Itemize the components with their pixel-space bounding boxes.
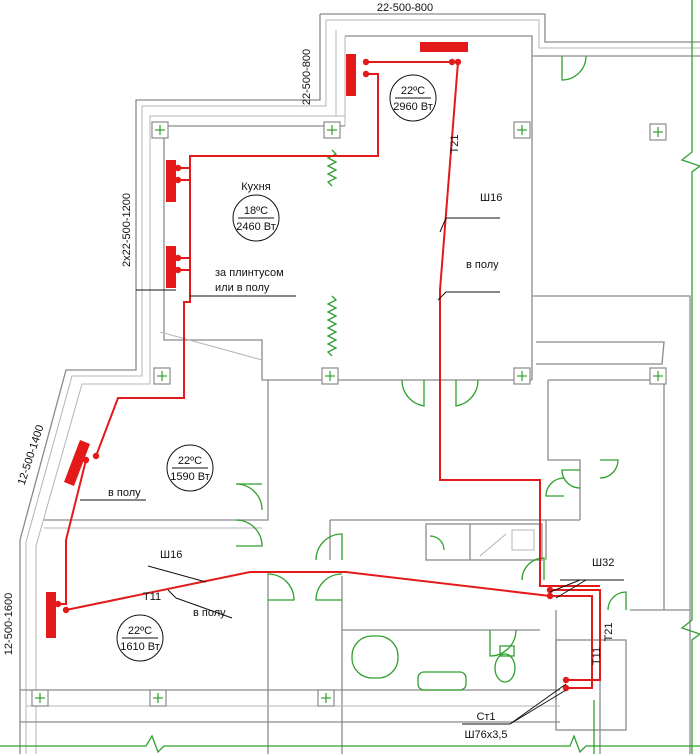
- radiator-label-left-top: 22-500-800: [301, 49, 313, 105]
- node: [62, 606, 70, 614]
- room-bubble-1: 22ºC 2960 Вт: [389, 74, 437, 122]
- column-marker: [649, 123, 667, 141]
- node: [546, 586, 554, 594]
- room-name-kitchen: Кухня: [241, 181, 270, 193]
- column-marker: [153, 367, 171, 385]
- riser-pipe-label: Ш76х3,5: [464, 729, 507, 741]
- note-in-floor-mid: в полу: [108, 487, 141, 499]
- node: [54, 600, 62, 608]
- node: [174, 164, 182, 172]
- radiators: [46, 42, 468, 638]
- radiator: [64, 440, 90, 486]
- room-power: 1610 Вт: [120, 641, 160, 653]
- heating-pipes: [58, 61, 601, 689]
- node: [92, 452, 100, 460]
- node: [174, 176, 182, 184]
- column-marker: [31, 689, 49, 707]
- note-under-plinth: за плинтусом: [215, 267, 284, 279]
- room-power: 1590 Вт: [170, 471, 210, 483]
- pipe-kitchen-link-2: [178, 257, 191, 271]
- pipe-kitchen: [95, 168, 191, 457]
- room-bubble-3: 22ºC 1590 Вт: [166, 444, 214, 492]
- pipe-label-t21-top: Т21: [449, 135, 461, 154]
- room-bubble-4: 22ºC 1610 Вт: [116, 614, 164, 662]
- node: [82, 456, 90, 464]
- column-marker: [321, 367, 339, 385]
- labels: 22-500-800 22-500-800 2x22-500-1200 12-5…: [3, 2, 615, 741]
- room-bubble-2: 18ºC 2460 Вт: [232, 194, 280, 242]
- column-marker: [649, 367, 667, 385]
- node: [174, 254, 182, 262]
- radiator-label-kitchen: 2x22-500-1200: [121, 193, 133, 267]
- column-marker: [151, 121, 169, 139]
- node: [454, 58, 462, 66]
- radiator: [346, 54, 356, 96]
- column-marker: [513, 367, 531, 385]
- leader-lines: [80, 217, 624, 725]
- note-in-floor-top: в полу: [466, 259, 499, 271]
- node: [362, 70, 370, 78]
- pipe-label-sh32: Ш32: [592, 557, 614, 569]
- room-power: 2460 Вт: [236, 221, 276, 233]
- pipe-bottom-2: [550, 589, 601, 681]
- radiator: [46, 592, 56, 638]
- column-marker: [317, 689, 335, 707]
- pipe-label-sh16-top: Ш16: [480, 192, 502, 204]
- radiator: [420, 42, 468, 52]
- radiator-label-top: 22-500-800: [377, 2, 433, 14]
- node: [362, 58, 370, 66]
- columns: [31, 121, 667, 707]
- column-marker: [513, 121, 531, 139]
- pipe-label-sh16-bottom: Ш16: [160, 549, 182, 561]
- radiator-label-diagonal: 12-500-1400: [16, 424, 47, 487]
- node: [546, 592, 554, 600]
- pipe-main-riser: [439, 61, 600, 587]
- pipe-label-t11-bottom: Т11: [143, 591, 161, 603]
- room-temp: 22ºC: [401, 85, 425, 97]
- room-temp: 22ºC: [128, 625, 152, 637]
- node: [448, 58, 456, 66]
- room-temp: 18ºC: [244, 205, 268, 217]
- column-marker: [149, 689, 167, 707]
- pipe-top-return: [178, 73, 379, 169]
- radiator-label-bottom: 12-500-1600: [3, 593, 15, 655]
- note-in-floor-bottom: в полу: [193, 607, 226, 619]
- column-marker: [323, 121, 341, 139]
- node: [174, 266, 182, 274]
- pipe-west: [58, 459, 87, 605]
- radiator: [166, 246, 176, 288]
- riser-label: Ст1: [476, 711, 495, 723]
- room-power: 2960 Вт: [393, 101, 433, 113]
- pipe-label-t21-right: Т21: [603, 623, 615, 642]
- node: [562, 684, 570, 692]
- node: [562, 676, 570, 684]
- radiator: [166, 160, 176, 202]
- room-temp: 22ºC: [178, 455, 202, 467]
- note-or-in-floor: или в полу: [215, 282, 270, 294]
- pipe-nodes: [54, 58, 570, 692]
- pipe-label-t11-right: Т11: [591, 647, 603, 665]
